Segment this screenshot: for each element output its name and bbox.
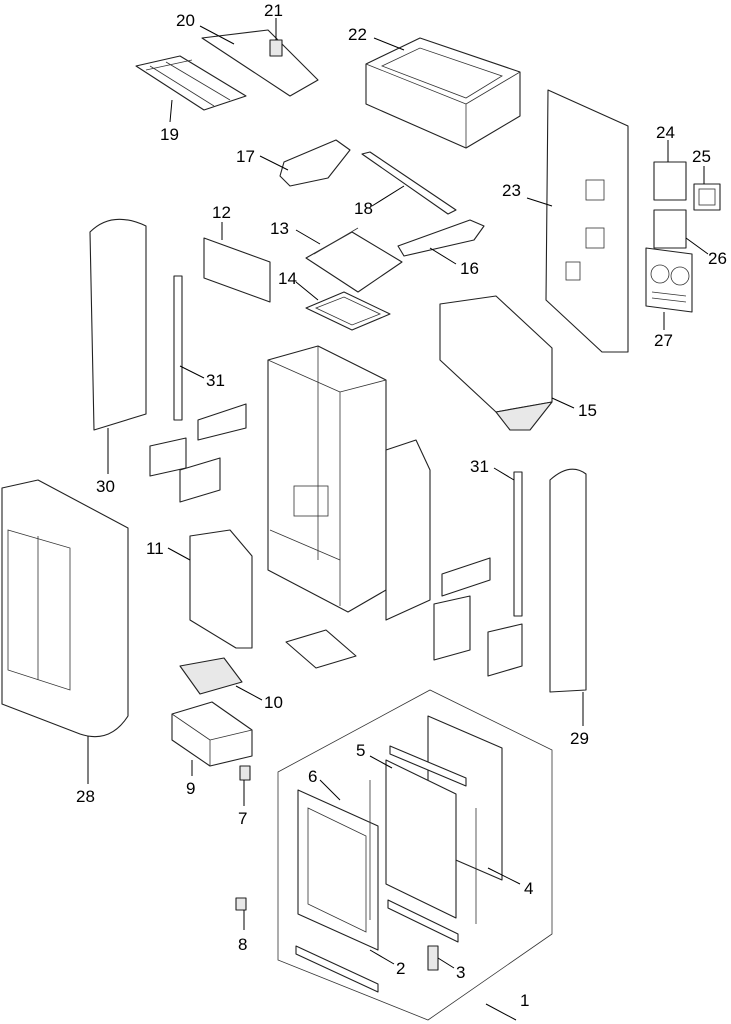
part-22-top-frame <box>365 37 521 149</box>
callout-22: 22 <box>348 25 367 44</box>
callout-4: 4 <box>524 879 533 898</box>
callout-labels: 20 21 19 22 17 18 23 24 25 26 27 12 13 1… <box>76 1 727 1010</box>
callout-17: 17 <box>236 147 255 166</box>
callout-8: 8 <box>238 935 247 954</box>
part-20-top-plate <box>201 29 319 97</box>
part-9-ash-drawer <box>171 701 253 767</box>
part-left-small-plates <box>149 403 247 503</box>
part-right-small-plates <box>433 557 523 677</box>
part-29-right-side-panel <box>549 468 587 693</box>
callout-2: 2 <box>396 959 405 978</box>
part-7-latch <box>239 765 251 781</box>
callout-29: 29 <box>570 729 589 748</box>
callout-25: 25 <box>692 147 711 166</box>
leader-lines <box>87 18 709 1021</box>
part-23-back-panel <box>545 89 629 353</box>
part-26-cover <box>653 209 687 249</box>
main-body-frame <box>267 345 431 621</box>
callout-9: 9 <box>186 779 195 798</box>
part-18-rail <box>361 151 457 215</box>
callout-18: 18 <box>354 199 373 218</box>
part-14-gasket <box>305 291 391 331</box>
part-base-plate <box>285 629 357 669</box>
callout-31-left: 31 <box>206 371 225 390</box>
callout-24: 24 <box>656 123 675 142</box>
callout-1: 1 <box>520 991 529 1010</box>
part-12-bracket <box>203 237 271 303</box>
part-27-vent-panel <box>645 247 693 313</box>
callout-14: 14 <box>278 269 297 288</box>
callout-28: 28 <box>76 787 95 806</box>
callout-3: 3 <box>456 963 465 982</box>
part-31-left-rail <box>173 275 183 421</box>
callout-10: 10 <box>264 693 283 712</box>
part-21-bracket <box>269 39 283 57</box>
part-10-burner-pot <box>179 657 243 695</box>
callout-27: 27 <box>654 331 673 350</box>
callout-12: 12 <box>212 203 231 222</box>
callout-30: 30 <box>96 477 115 496</box>
part-30-left-side-panel <box>89 218 147 431</box>
part-16-bracket <box>397 219 485 257</box>
part-13-heat-exchanger <box>305 227 403 293</box>
callout-11: 11 <box>146 539 164 558</box>
part-8-latch <box>235 897 247 911</box>
callout-16: 16 <box>460 259 479 278</box>
callout-7: 7 <box>238 809 247 828</box>
part-15-hopper <box>439 295 553 431</box>
callout-23: 23 <box>502 181 521 200</box>
part-11-bracket <box>189 529 253 649</box>
callout-31-right: 31 <box>470 457 489 476</box>
callout-21: 21 <box>264 1 283 20</box>
callout-20: 20 <box>176 11 195 30</box>
callout-6: 6 <box>308 767 317 786</box>
part-17-bracket <box>279 139 351 187</box>
callout-13: 13 <box>270 219 289 238</box>
part-28-front-cover <box>1 479 129 738</box>
callout-26: 26 <box>708 249 727 268</box>
part-1-door-assembly <box>277 689 553 1021</box>
part-31-right-rail <box>513 471 523 617</box>
callout-5: 5 <box>356 741 365 760</box>
part-24-cover <box>653 161 687 201</box>
callout-19: 19 <box>160 125 179 144</box>
part-25-gasket <box>693 183 721 211</box>
part-19-grate <box>135 55 247 111</box>
callout-15: 15 <box>578 401 597 420</box>
